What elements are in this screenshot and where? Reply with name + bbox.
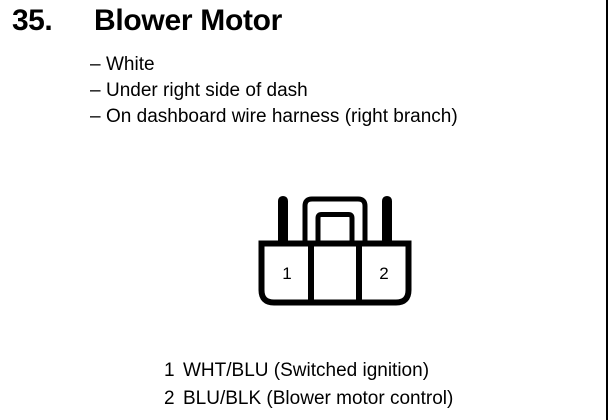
pin-legend-row: 1 WHT/BLU (Switched ignition) — [164, 357, 594, 385]
left-prongs-icon — [278, 195, 288, 244]
description-item: – White — [90, 52, 600, 78]
description-item: – Under right side of dash — [90, 78, 600, 104]
page-header: 35. Blower Motor — [0, 0, 608, 46]
pin-legend-description: WHT/BLU (Switched ignition) — [183, 360, 430, 381]
pin-number-1: 1 — [282, 264, 291, 283]
connector-illustration: 1 2 — [258, 195, 412, 306]
dash-bullet-icon: – — [90, 54, 101, 75]
pin-legend-row: 2 BLU/BLK (Blower motor control) — [164, 385, 594, 413]
center-arch-outer-icon — [302, 196, 368, 244]
pin-legend-description: BLU/BLK (Blower motor control) — [183, 388, 454, 409]
description-item-label: Under right side of dash — [106, 80, 308, 101]
right-prongs-icon — [382, 195, 392, 244]
description-item-label: White — [106, 54, 155, 75]
description-list: – White – Under right side of dash – On … — [90, 52, 600, 130]
pin-legend-number: 2 — [164, 388, 175, 409]
description-item-label: On dashboard wire harness (right branch) — [106, 106, 458, 127]
connector-diagram: 1 2 — [250, 190, 420, 315]
pin-legend: 1 WHT/BLU (Switched ignition) 2 BLU/BLK … — [164, 357, 594, 413]
connector-body — [258, 240, 412, 306]
pin-legend-number: 1 — [164, 360, 175, 381]
dash-bullet-icon: – — [90, 106, 101, 127]
section-number: 35. — [12, 4, 53, 37]
pin-number-2: 2 — [379, 264, 388, 283]
dash-bullet-icon: – — [90, 80, 101, 101]
description-item: – On dashboard wire harness (right branc… — [90, 104, 600, 130]
page-title: Blower Motor — [94, 4, 283, 37]
center-arch-inner-icon — [315, 212, 355, 244]
